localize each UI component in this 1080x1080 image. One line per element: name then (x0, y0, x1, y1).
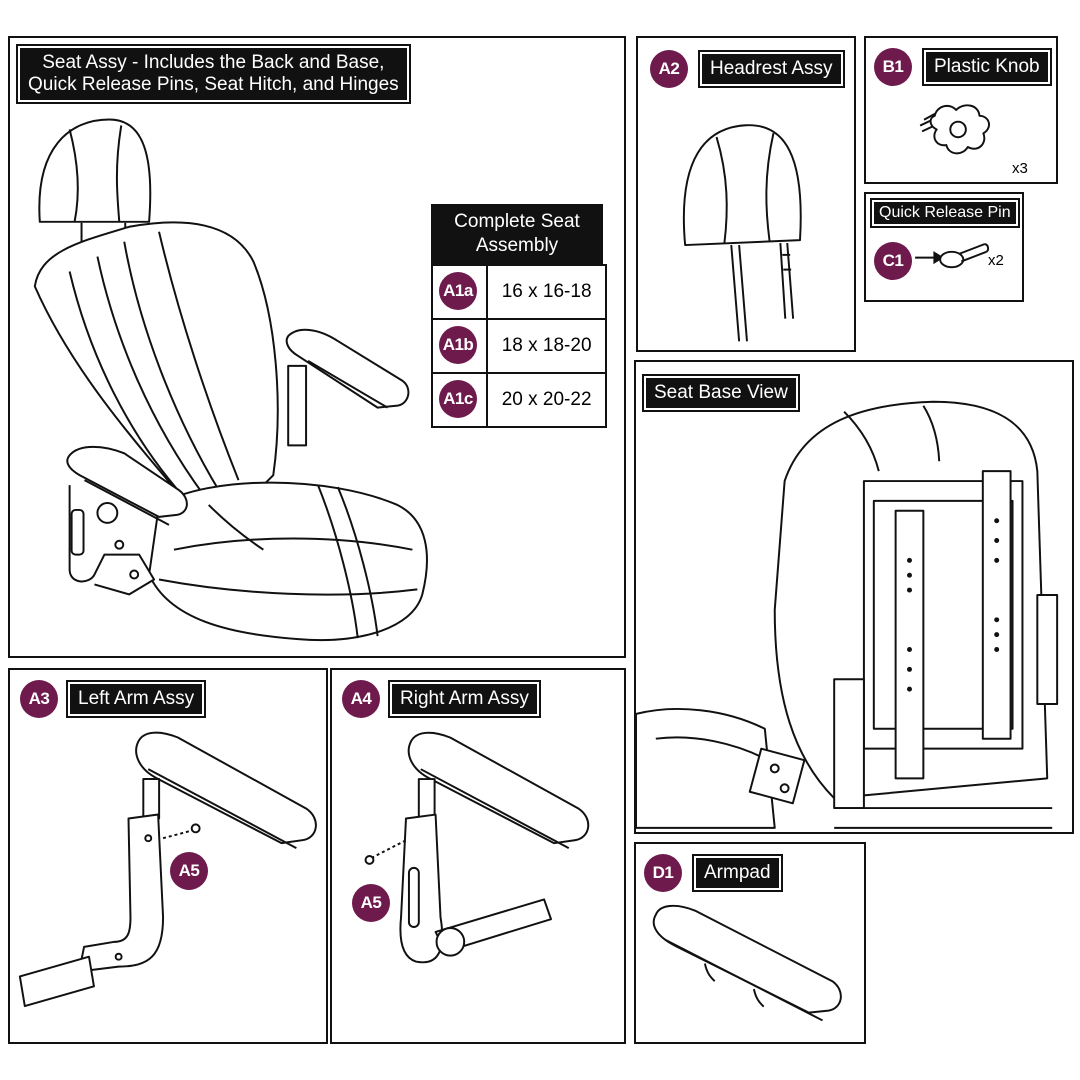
complete-seat-header-line2: Assembly (475, 235, 559, 256)
badge-a4: A4 (342, 680, 380, 718)
callout-a5-left: A5 (170, 852, 208, 890)
seat-base-view-panel: Seat Base View (634, 360, 1074, 834)
badge-d1: D1 (644, 854, 682, 892)
armpad-drawing (652, 904, 842, 1022)
headrest-label: Headrest Assy (698, 50, 845, 88)
quick-release-pin-drawing (915, 243, 990, 269)
badge-c1: C1 (874, 242, 912, 280)
table-row: A1a 16 x 16-18 (430, 264, 607, 320)
right-arm-drawing (364, 731, 590, 964)
complete-seat-header-line1: Complete Seat (454, 211, 580, 232)
table-row: A1b 18 x 18-20 (430, 318, 607, 374)
left-arm-label: Left Arm Assy (65, 680, 207, 718)
plastic-knob-qty: x3 (1012, 160, 1028, 177)
callout-a5-right: A5 (352, 884, 390, 922)
armpad-label: Armpad (692, 854, 783, 892)
right-arm-panel: A4 Right Arm Assy A5 (330, 668, 626, 1044)
left-arm-drawing (18, 731, 317, 1008)
seat-assy-panel: Seat Assy - Includes the Back and Base, … (8, 36, 626, 658)
seat-assembly-drawing (33, 118, 428, 641)
armpad-panel: D1 Armpad (634, 842, 866, 1044)
plastic-knob-label: Plastic Knob (922, 48, 1052, 86)
complete-seat-size-rows: A1a 16 x 16-18 A1b 18 x 18-20 A1c 20 x 2… (430, 264, 607, 428)
left-arm-panel: A3 Left Arm Assy A5 (8, 668, 328, 1044)
headrest-panel: A2 Headrest Assy (636, 36, 856, 352)
right-arm-label: Right Arm Assy (388, 680, 541, 718)
badge-a1c: A1c (439, 380, 477, 418)
complete-seat-header: Complete Seat Assembly (431, 204, 603, 264)
badge-a2: A2 (650, 50, 688, 88)
quick-release-pin-label: Quick Release Pin (870, 198, 1020, 228)
seat-base-drawing (636, 400, 1059, 829)
badge-a1b: A1b (439, 326, 477, 364)
size-a1c: 20 x 20-22 (486, 372, 607, 428)
plastic-knob-drawing (919, 104, 990, 155)
table-row: A1c 20 x 20-22 (430, 372, 607, 428)
size-a1a: 16 x 16-18 (486, 264, 607, 320)
seat-assy-title-line2: Quick Release Pins, Seat Hitch, and Hing… (28, 74, 399, 95)
size-a1b: 18 x 18-20 (486, 318, 607, 374)
plastic-knob-panel: B1 Plastic Knob x3 (864, 36, 1058, 184)
seat-assy-title: Seat Assy - Includes the Back and Base, … (16, 44, 411, 104)
badge-a1a: A1a (439, 272, 477, 310)
quick-release-pin-panel: Quick Release Pin C1 x2 (864, 192, 1024, 302)
headrest-drawing (682, 124, 802, 342)
seat-base-view-label: Seat Base View (642, 374, 800, 412)
seat-assy-title-line1: Seat Assy - Includes the Back and Base, (42, 52, 385, 73)
quick-release-pin-qty: x2 (988, 252, 1004, 269)
badge-a3: A3 (20, 680, 58, 718)
badge-b1: B1 (874, 48, 912, 86)
